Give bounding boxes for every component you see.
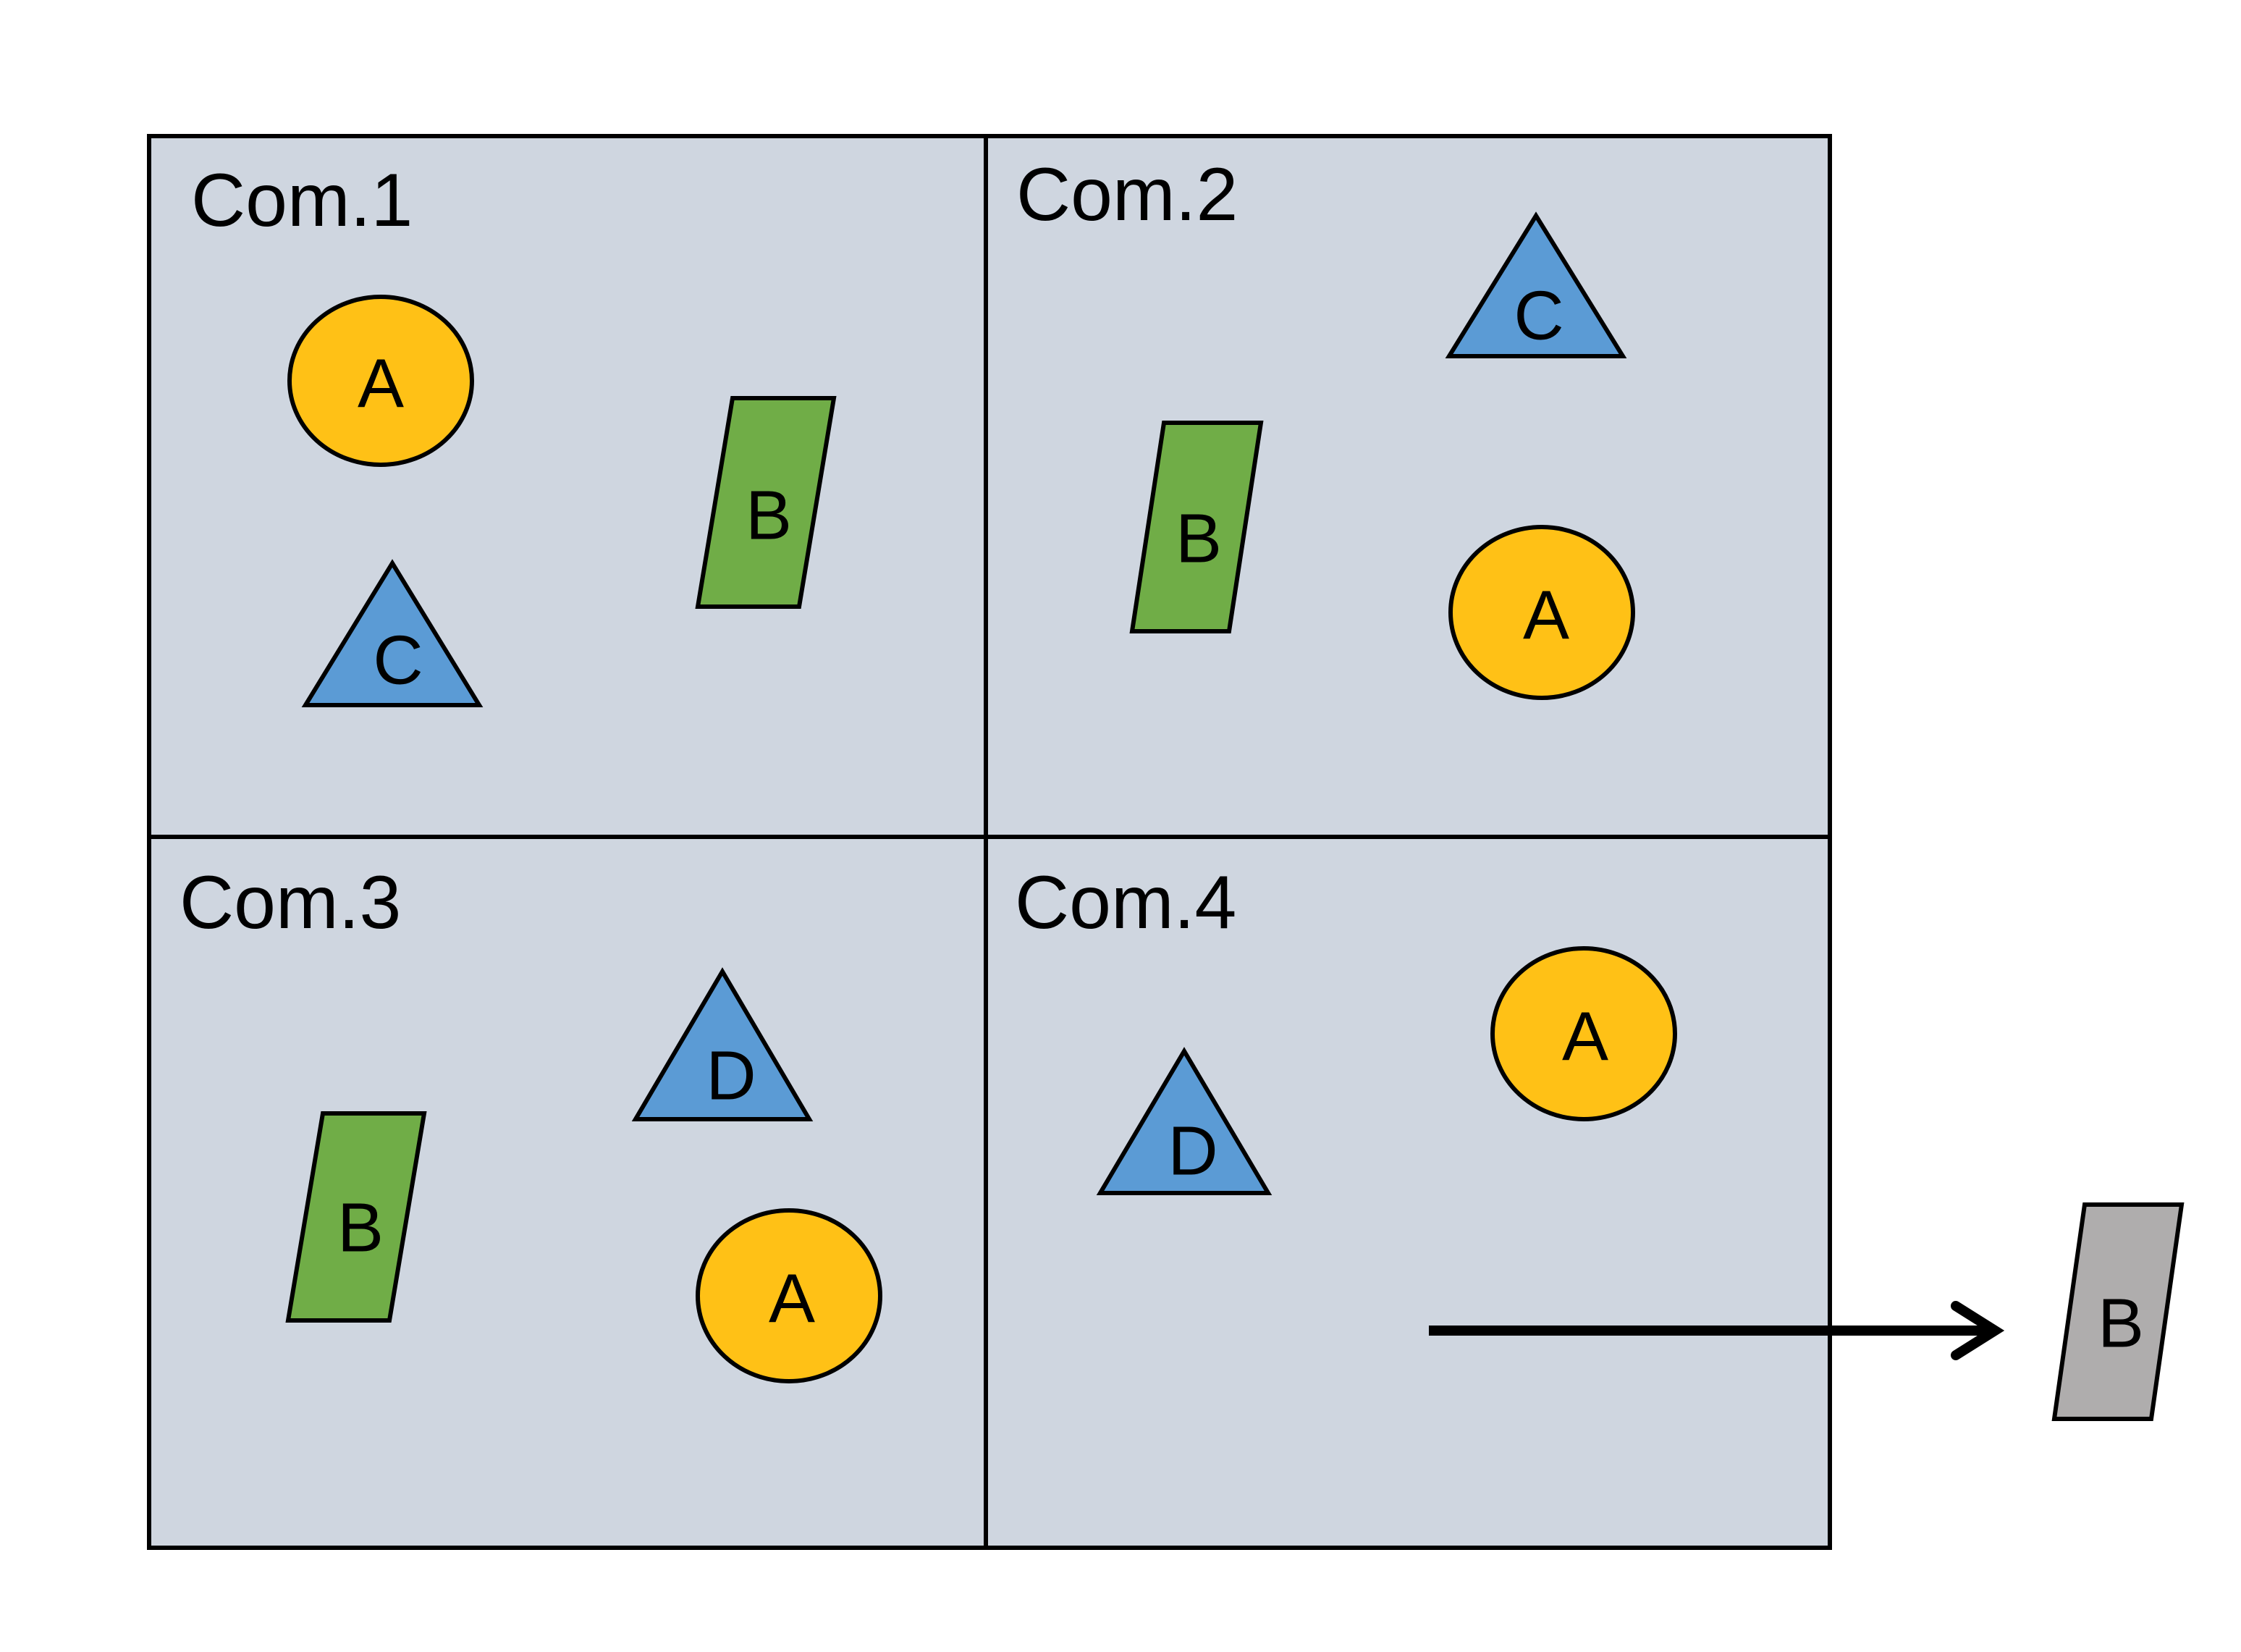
species-label: B <box>337 1189 384 1267</box>
emigrant-species-b: B <box>2051 1202 2185 1421</box>
com1-species-c: C <box>301 559 484 707</box>
circle-shape <box>287 295 474 467</box>
com2-title: Com.2 <box>1016 153 1238 237</box>
triangle-shape <box>631 967 814 1121</box>
com3-species-b: B <box>285 1111 427 1323</box>
triangle-shape <box>1096 1047 1273 1195</box>
species-label: C <box>373 622 423 699</box>
com1-species-b: B <box>695 396 837 609</box>
species-label: B <box>746 477 792 555</box>
com2-species-a: A <box>1448 525 1635 700</box>
parallelogram-shape <box>695 396 837 609</box>
species-label: D <box>1168 1113 1217 1190</box>
com3-species-d: D <box>631 967 814 1121</box>
species-label: C <box>1514 277 1563 355</box>
parallelogram-shape <box>2051 1202 2185 1421</box>
species-label: D <box>706 1037 756 1115</box>
species-label: B <box>1176 500 1222 578</box>
species-label: A <box>769 1260 815 1338</box>
parallelogram-shape <box>1129 421 1264 633</box>
com3-species-a: A <box>696 1208 882 1383</box>
com1-title: Com.1 <box>191 159 413 243</box>
com3-title: Com.3 <box>180 861 401 945</box>
com2-species-c: C <box>1445 211 1627 358</box>
circle-shape <box>696 1208 882 1383</box>
triangle-shape <box>1445 211 1627 358</box>
species-label: A <box>1523 577 1569 654</box>
arrow-head-icon <box>1951 1301 2005 1360</box>
circle-shape <box>1490 946 1677 1121</box>
parallelogram-shape <box>285 1111 427 1323</box>
species-label: A <box>358 345 404 423</box>
emigration-arrow <box>1429 1301 2005 1360</box>
com2-species-b: B <box>1129 421 1264 633</box>
species-label: A <box>1562 998 1608 1076</box>
triangle-shape <box>301 559 484 707</box>
com4-species-d: D <box>1096 1047 1273 1195</box>
circle-shape <box>1448 525 1635 700</box>
com4-title: Com.4 <box>1015 861 1236 945</box>
com4-species-a: A <box>1490 946 1677 1121</box>
com1-species-a: A <box>287 295 474 467</box>
species-label: B <box>2098 1285 2144 1362</box>
